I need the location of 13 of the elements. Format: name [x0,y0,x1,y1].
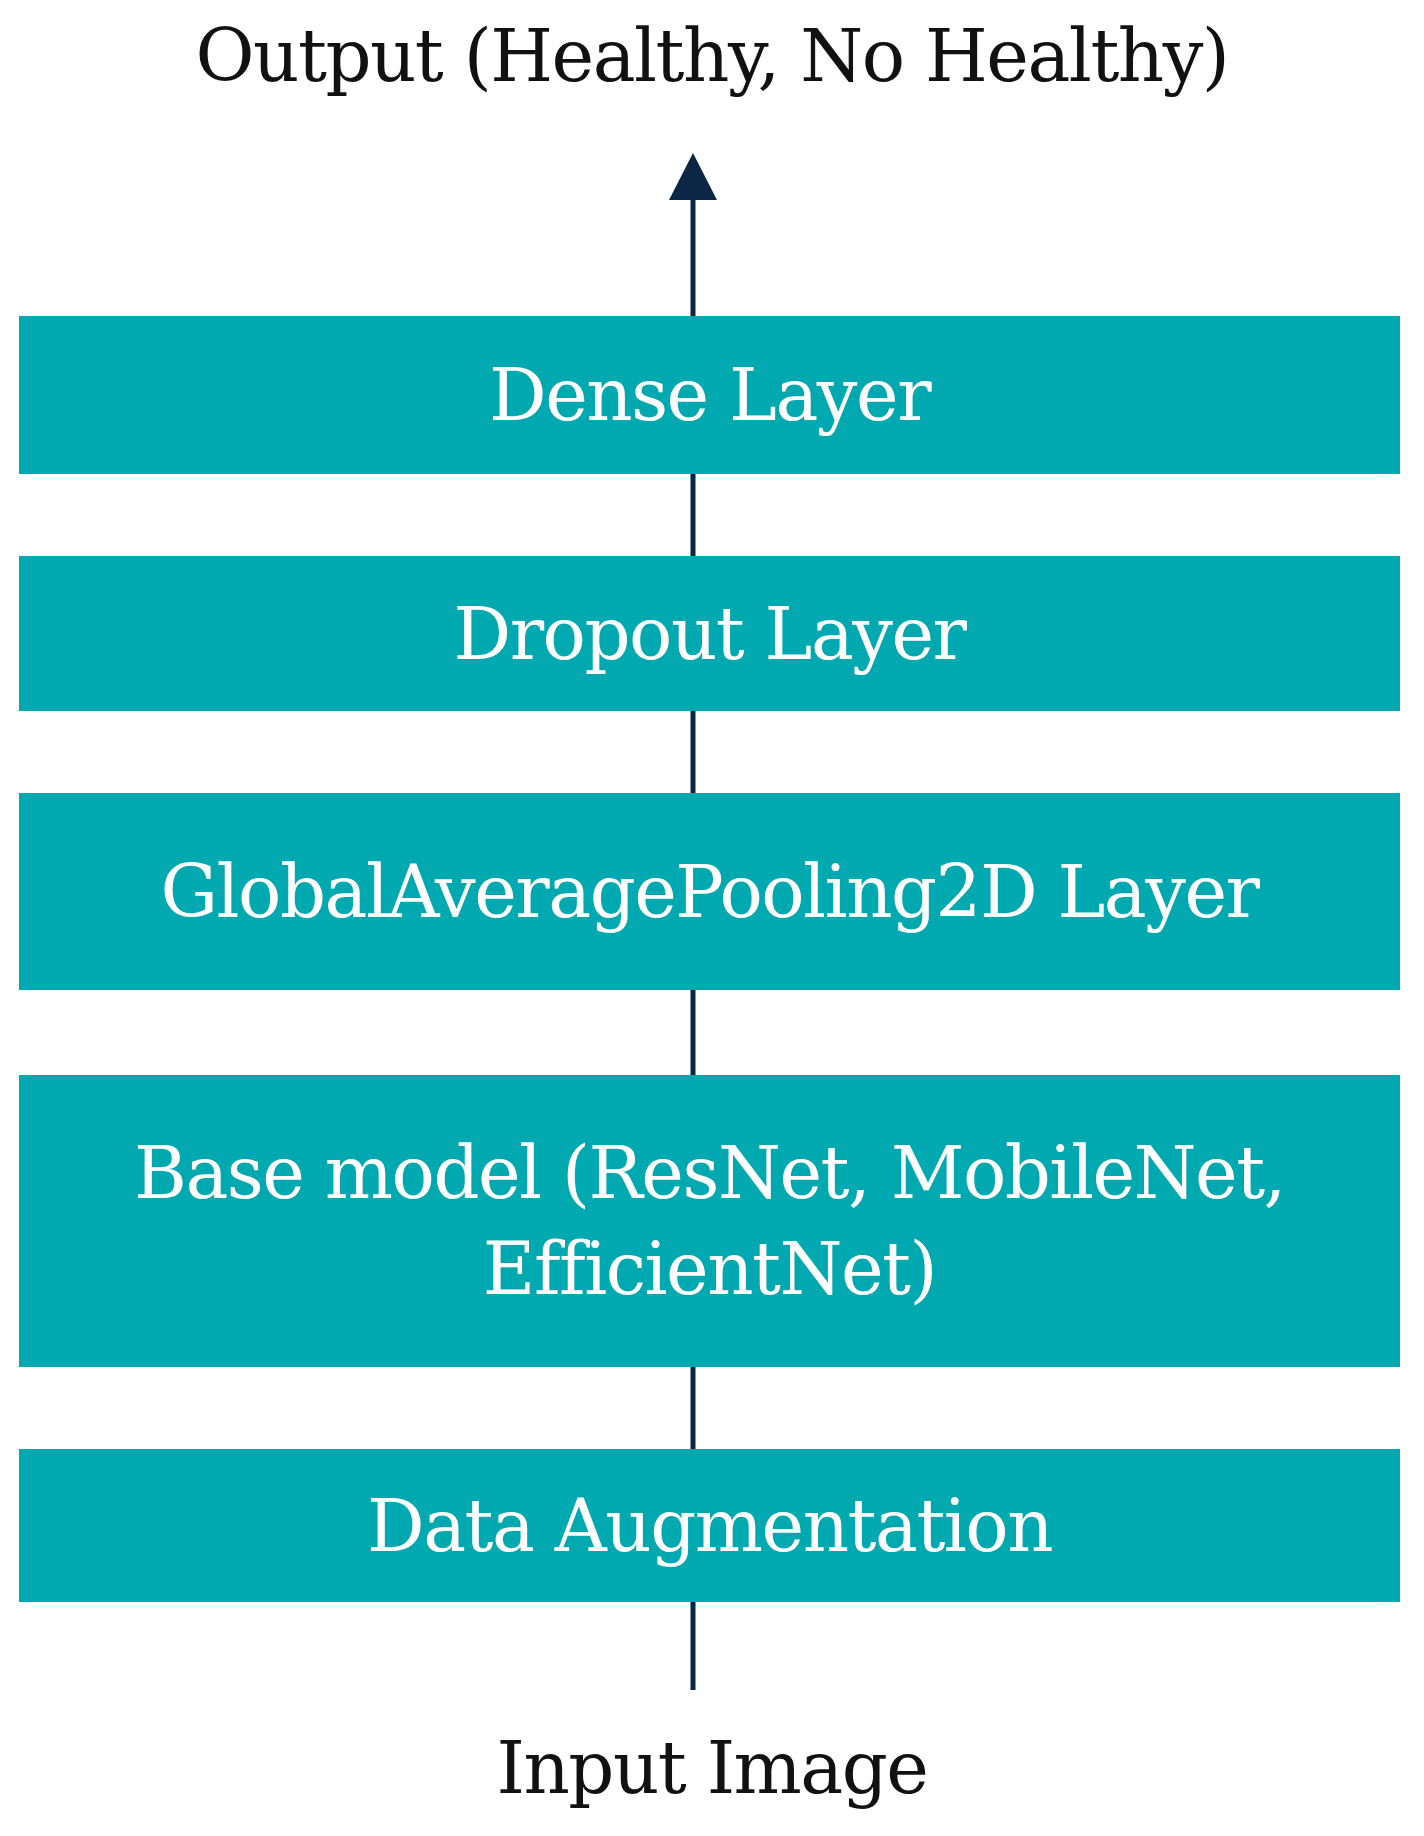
layer-box: Dropout Layer [19,556,1400,711]
connector-line [690,474,696,556]
layer-box: Base model (ResNet, MobileNet, EfficientNet) [19,1075,1400,1367]
connector-line [690,1367,696,1449]
layer-box: Data Augmentation [19,1449,1400,1602]
flow-label: Output (Healthy, No Healthy) [195,8,1229,153]
layer-box: Dense Layer [19,316,1400,474]
arrow [669,153,717,316]
flow-label: Input Image [496,1690,928,1816]
layer-box: GlobalAveragePooling2D Layer [19,793,1400,990]
connector-line [690,990,696,1075]
connector-line [690,711,696,793]
connector-line [690,1602,696,1690]
